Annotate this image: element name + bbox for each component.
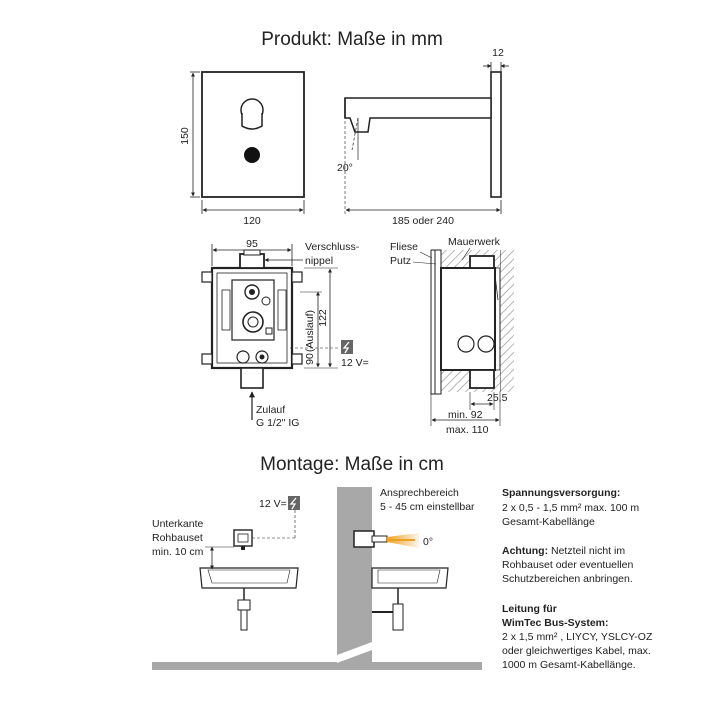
left-basin [199, 567, 299, 631]
svg-text:2 x 0,5 - 1,5 mm² max. 100 m: 2 x 0,5 - 1,5 mm² max. 100 m [502, 502, 639, 514]
wall [337, 487, 372, 670]
dimension-12: 12 [483, 47, 509, 72]
svg-text:Gesamt-Kabellänge: Gesamt-Kabellänge [502, 516, 595, 528]
svg-text:1000 m Gesamt-Kabellänge.: 1000 m Gesamt-Kabellänge. [502, 659, 636, 671]
dimension-25-5: 25,5 [469, 392, 508, 410]
power-symbol: 12 V= [290, 340, 369, 369]
putz-label: Putz [390, 255, 411, 267]
rough-in-box-side [430, 249, 514, 395]
svg-text:Achtung: Netzteil nicht im: Achtung: Netzteil nicht im [502, 545, 625, 557]
dimension-depth-92-110: min. 92 max. 110 [430, 392, 501, 436]
svg-text:WimTec Bus-System:: WimTec Bus-System: [502, 617, 609, 629]
svg-text:nippel: nippel [305, 255, 333, 267]
zulauf-label: Zulauf G 1/2" IG [249, 391, 299, 429]
floor [152, 662, 482, 670]
svg-text:min. 10 cm: min. 10 cm [152, 546, 204, 558]
svg-text:Rohbauset: Rohbauset [152, 532, 203, 544]
dimension-spout: 185 oder 240 [344, 121, 502, 227]
svg-text:0°: 0° [423, 536, 433, 548]
left-rough-in-box [233, 529, 253, 550]
svg-text:185 oder 240: 185 oder 240 [392, 215, 454, 227]
svg-text:Rohbauset oder eventuellen: Rohbauset oder eventuellen [502, 559, 634, 571]
svg-text:150: 150 [179, 127, 191, 145]
dimension-95: 95 [211, 238, 293, 266]
svg-text:122: 122 [317, 309, 329, 327]
svg-text:oder gleichwertiges Kabel, max: oder gleichwertiges Kabel, max. [502, 645, 651, 657]
svg-text:Verschluss-: Verschluss- [305, 241, 360, 253]
svg-text:90: 90 [304, 353, 316, 365]
dimension-120: 120 [201, 200, 305, 227]
svg-text:Schutzbereichen anbringen.: Schutzbereichen anbringen. [502, 573, 633, 585]
right-basin [371, 567, 449, 631]
montage-power-icon [288, 496, 300, 510]
right-faucet: 0° [353, 530, 433, 548]
fliese-label: Fliese [390, 241, 418, 253]
svg-text:Ansprechbereich: Ansprechbereich [380, 487, 459, 499]
svg-text:G 1/2" IG: G 1/2" IG [256, 417, 299, 429]
svg-text:Unterkante: Unterkante [152, 518, 204, 530]
montage-voltage: 12 V= [259, 498, 287, 510]
svg-text:min. 92: min. 92 [448, 409, 483, 421]
svg-text:12: 12 [492, 47, 504, 59]
montage-title: Montage: Maße in cm [260, 454, 444, 475]
verschlussnippel-label: Verschluss- nippel [264, 241, 360, 267]
svg-text:Zulauf: Zulauf [256, 404, 285, 416]
svg-text:2 x 1,5 mm² , LIYCY, YSLCY-OZ: 2 x 1,5 mm² , LIYCY, YSLCY-OZ [502, 631, 653, 643]
svg-text:Leitung für: Leitung für [502, 603, 557, 615]
svg-text:max. 110: max. 110 [446, 424, 489, 436]
svg-text:120: 120 [243, 215, 261, 227]
product-title: Produkt: Maße in mm [261, 29, 443, 50]
svg-text:12 V=: 12 V= [341, 357, 369, 369]
unterkante-label: Unterkante Rohbauset min. 10 cm [152, 518, 234, 570]
rough-in-box-front [201, 249, 303, 389]
faucet-side-view: 20° [337, 71, 502, 198]
ansprechbereich-label: Ansprechbereich 5 - 45 cm einstellbar [380, 487, 475, 513]
dimension-122-90: 122 (Auslauf) 90 [300, 267, 338, 369]
svg-text:25,5: 25,5 [487, 392, 508, 404]
svg-text:Spannungsversorgung:: Spannungsversorgung: [502, 487, 620, 499]
dimension-150: 150 [179, 71, 200, 198]
svg-text:(Auslauf): (Auslauf) [304, 310, 316, 352]
notes-panel: Spannungsversorgung: 2 x 0,5 - 1,5 mm² m… [502, 487, 653, 671]
svg-text:5 - 45 cm einstellbar: 5 - 45 cm einstellbar [380, 501, 475, 513]
svg-text:95: 95 [246, 238, 258, 250]
mauerwerk-label: Mauerwerk [448, 236, 501, 248]
front-plate [201, 71, 305, 198]
